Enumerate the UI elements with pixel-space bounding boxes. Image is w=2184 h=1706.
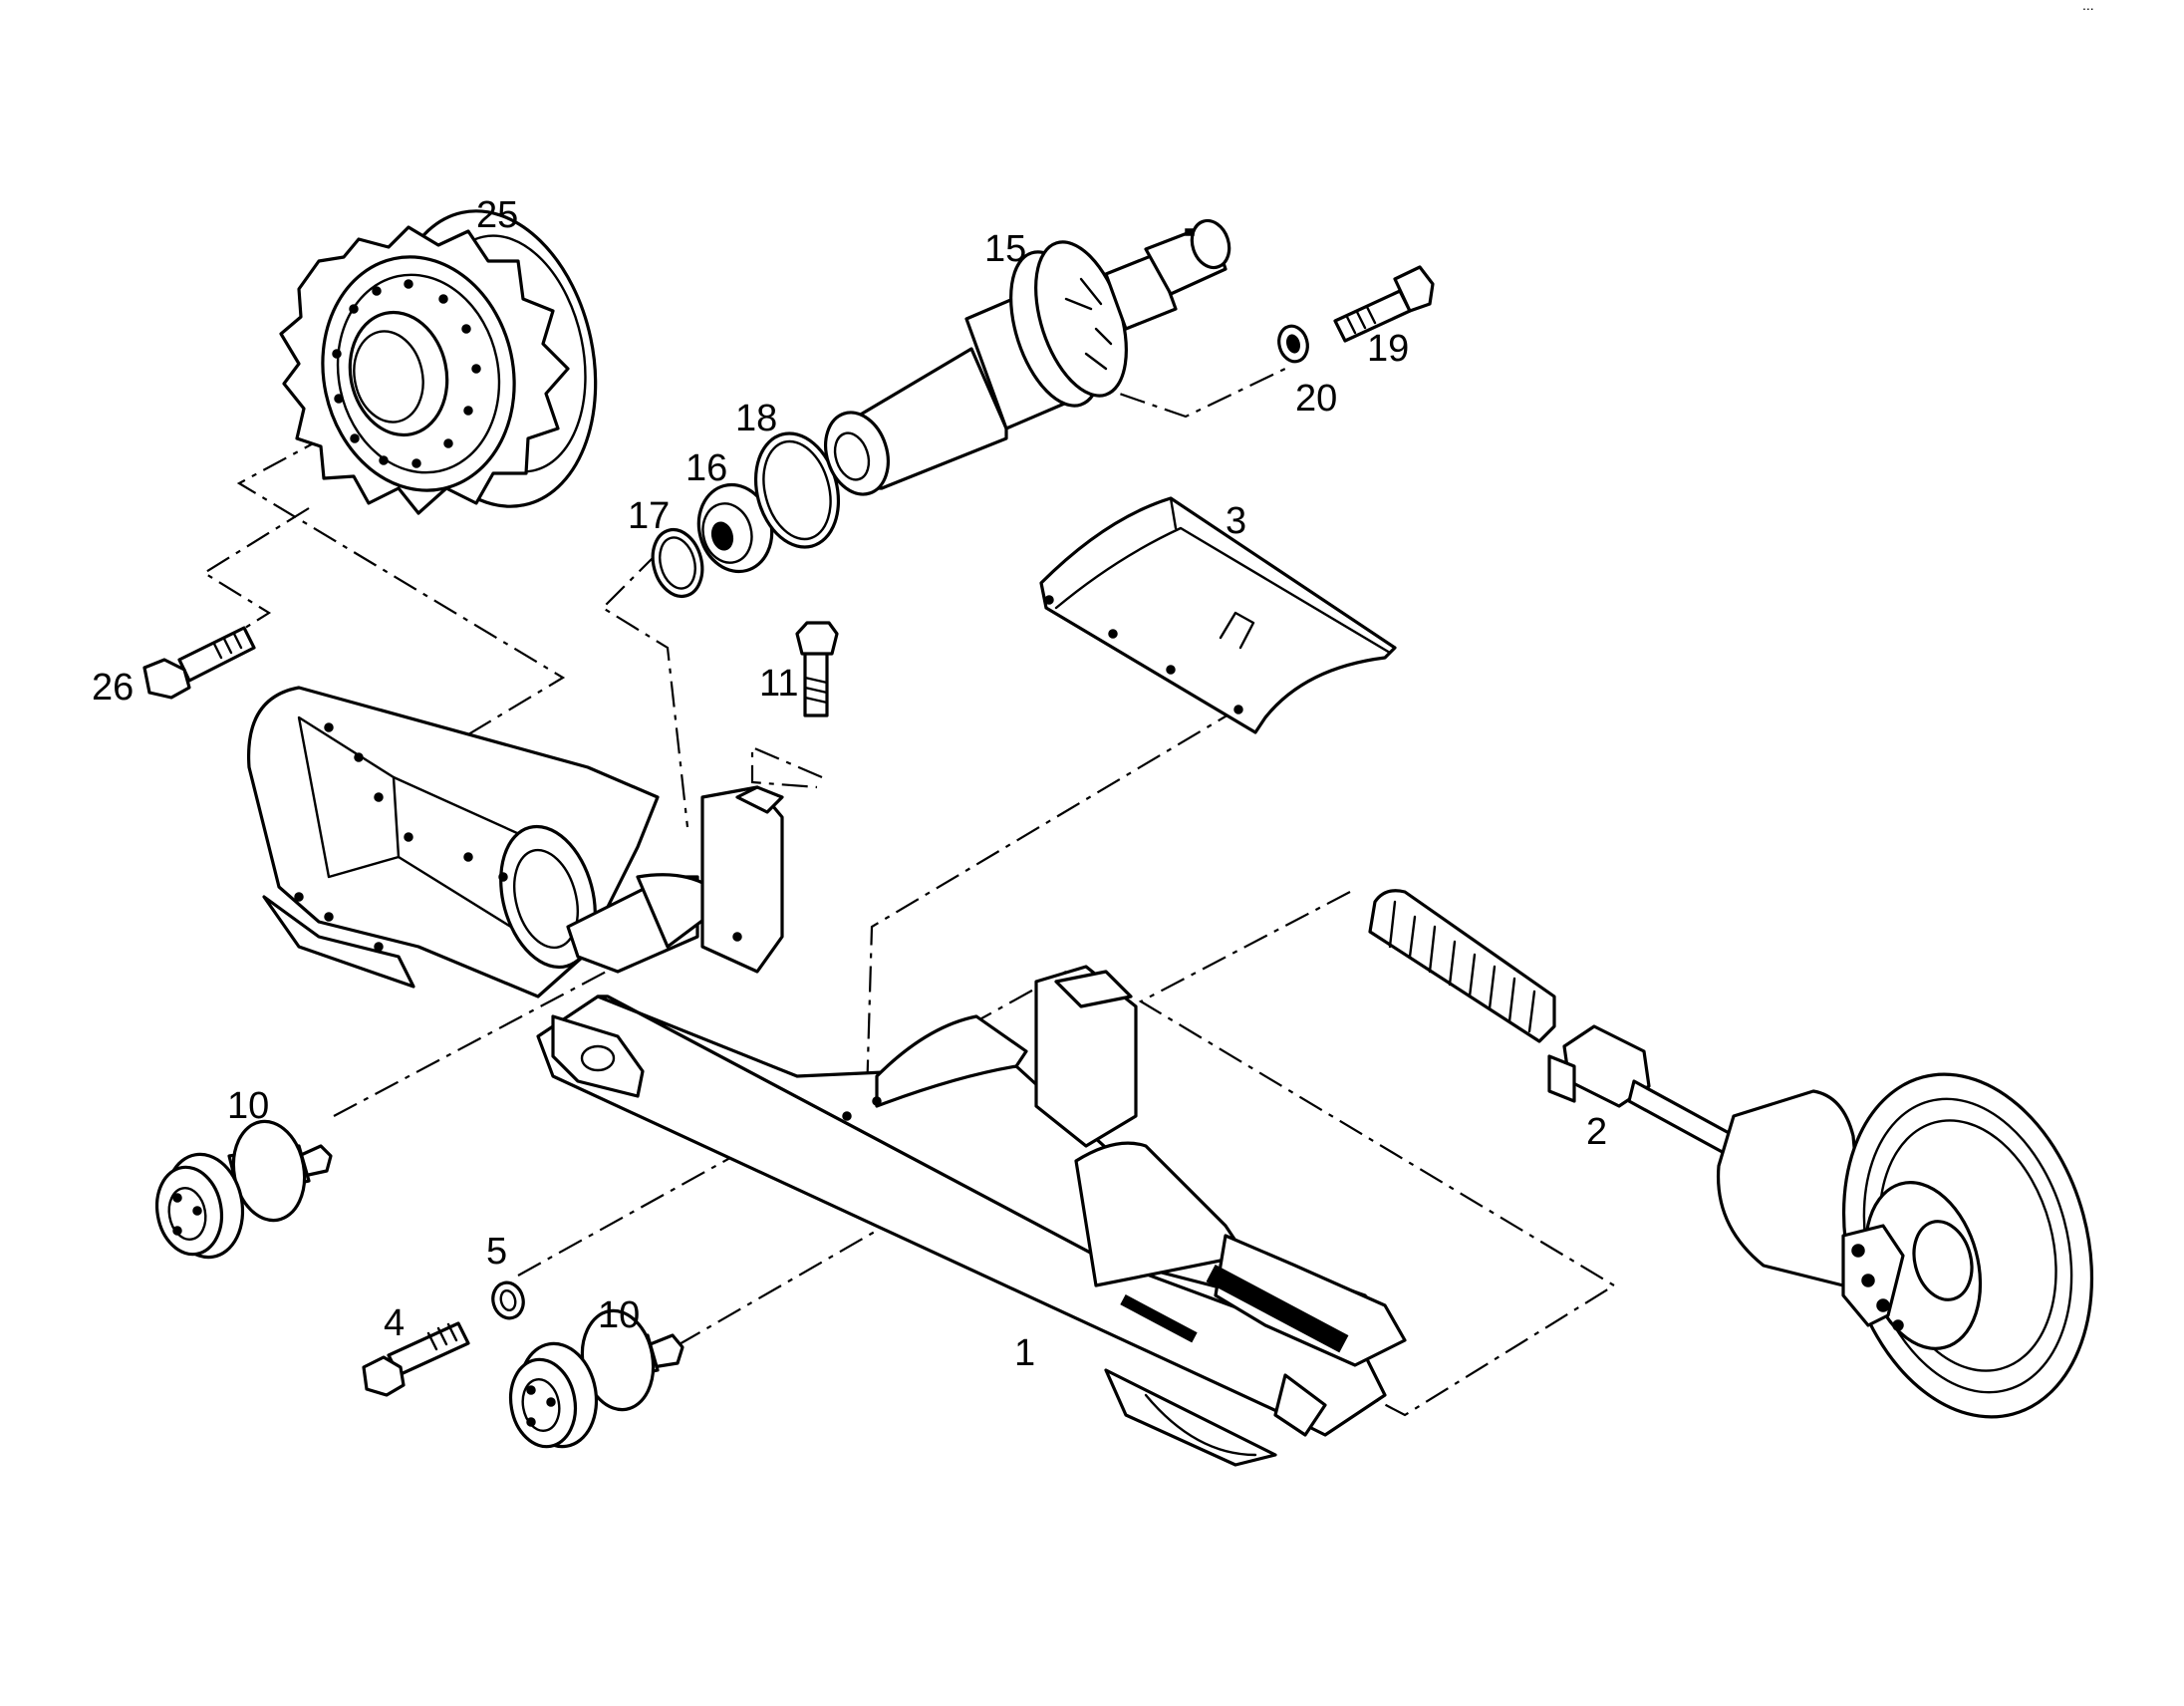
leader-25-frame <box>236 413 566 738</box>
callout-15: 15 <box>984 228 1026 270</box>
roller-part-10-upper <box>154 1119 333 1260</box>
leader-3-frame <box>865 707 1241 1097</box>
ring-part-17 <box>651 527 704 599</box>
leader-2-frame <box>1138 891 1617 1417</box>
callout-3: 3 <box>1226 500 1246 542</box>
callout-10-upper: 10 <box>227 1085 269 1127</box>
bolt-part-4 <box>362 1321 470 1397</box>
leader-26-frame <box>201 507 310 639</box>
callout-16: 16 <box>685 447 727 489</box>
bolt-part-11 <box>795 621 839 717</box>
callout-11: 11 <box>759 663 798 705</box>
callout-17: 17 <box>628 495 670 537</box>
washer-part-20 <box>1277 324 1309 364</box>
callout-26: 26 <box>92 667 134 709</box>
leader-11-frame <box>750 745 823 789</box>
callout-4: 4 <box>384 1302 405 1344</box>
callout-2: 2 <box>1586 1111 1607 1153</box>
cover-part-3 <box>1039 496 1397 734</box>
drive-motor-part-15 <box>824 218 1231 496</box>
corner-code: ... <box>2082 0 2094 13</box>
tensioner-idler-part-2 <box>1368 889 2094 1419</box>
bolt-part-26 <box>142 626 256 700</box>
bolt-part-19 <box>1333 265 1435 343</box>
callout-1: 1 <box>1014 1332 1035 1374</box>
leader-17-frame <box>601 552 689 828</box>
callout-10-lower: 10 <box>598 1294 640 1336</box>
callout-18: 18 <box>735 398 777 439</box>
sprocket-part-25 <box>279 209 598 515</box>
leader-10a-frame <box>333 941 664 1117</box>
callout-20: 20 <box>1295 378 1337 420</box>
callout-19: 19 <box>1367 328 1409 370</box>
track-frame-part-1 <box>246 686 1407 1467</box>
callout-labels: 25 15 18 16 17 19 20 3 26 11 2 10 5 4 10… <box>92 194 1607 1374</box>
roller-part-10-lower <box>508 1308 684 1449</box>
callout-25: 25 <box>476 194 518 236</box>
callout-5: 5 <box>486 1231 507 1273</box>
washer-part-5 <box>491 1280 525 1320</box>
